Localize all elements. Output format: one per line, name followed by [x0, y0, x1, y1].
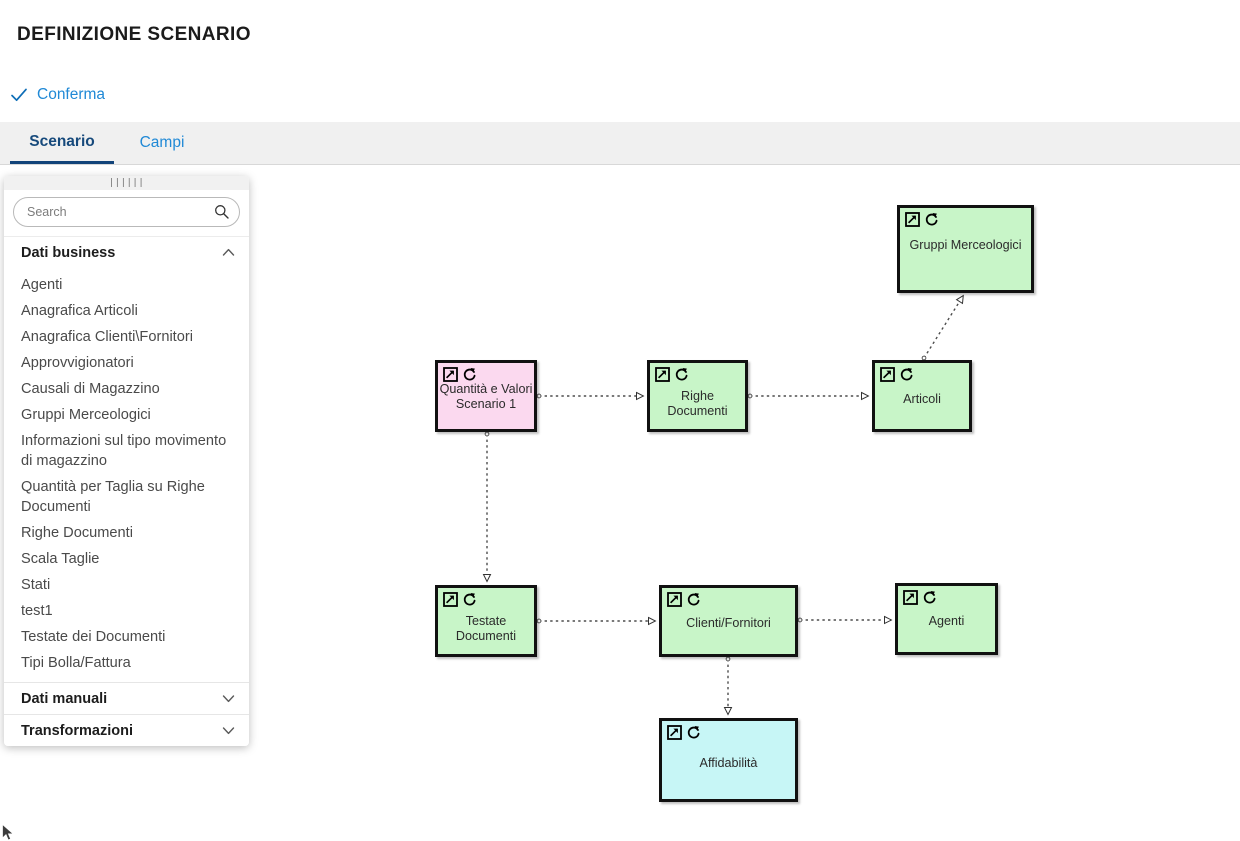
- chevron-up-icon: [222, 246, 235, 259]
- node-label: Gruppi Merceologici: [909, 238, 1022, 252]
- mouse-cursor-icon: [2, 824, 14, 841]
- group-header-dati-manuali[interactable]: Dati manuali: [4, 682, 249, 714]
- refresh-icon[interactable]: [674, 367, 689, 387]
- page-title: DEFINIZIONE SCENARIO: [17, 24, 251, 45]
- list-item[interactable]: Testate dei Documenti: [21, 629, 166, 645]
- node-label: Testate Documenti: [455, 614, 517, 643]
- node-icon-group: [905, 212, 939, 232]
- confirm-button[interactable]: Conferma: [10, 86, 105, 104]
- node-icon-group: [443, 367, 477, 387]
- node-icon-group: [655, 367, 689, 387]
- panel-drag-handle[interactable]: ||||||: [4, 176, 249, 190]
- list-item[interactable]: Gruppi Merceologici: [21, 407, 151, 423]
- group-title: Dati business: [21, 244, 116, 261]
- list-item[interactable]: Scala Taglie: [21, 551, 100, 567]
- list-item[interactable]: Agenti: [21, 277, 63, 293]
- search-container: [4, 190, 249, 236]
- drag-handle-icon: ||||||: [108, 177, 145, 188]
- diagram-node-testate-documenti[interactable]: Testate Documenti: [435, 585, 537, 657]
- open-in-window-icon[interactable]: [880, 367, 895, 387]
- open-in-window-icon[interactable]: [667, 592, 682, 612]
- open-in-window-icon[interactable]: [905, 212, 920, 232]
- diagram-node-articoli[interactable]: Articoli: [872, 360, 972, 432]
- list-item[interactable]: Anagrafica Articoli: [21, 303, 138, 319]
- list-item[interactable]: Righe Documenti: [21, 525, 133, 541]
- node-label: Articoli: [903, 392, 941, 406]
- confirm-label: Conferma: [37, 86, 106, 103]
- node-label: Clienti/Fornitori: [686, 616, 771, 630]
- search-box[interactable]: [13, 197, 240, 227]
- tab-bar: Scenario Campi: [0, 122, 1240, 165]
- group-title: Transformazioni: [21, 722, 133, 739]
- list-item[interactable]: Tipi Bolla/Fattura: [21, 655, 131, 671]
- node-label: Affidabilità: [699, 756, 758, 770]
- open-in-window-icon[interactable]: [667, 725, 682, 745]
- check-icon: [10, 86, 28, 104]
- refresh-icon[interactable]: [922, 590, 937, 610]
- list-item[interactable]: Stati: [21, 577, 51, 593]
- node-icon-group: [667, 592, 701, 612]
- node-icon-group: [667, 725, 701, 745]
- node-icon-group: [443, 592, 477, 612]
- diagram-node-affidabilita[interactable]: Affidabilità: [659, 718, 798, 802]
- list-item[interactable]: test1: [21, 603, 53, 619]
- diagram-edges: [249, 165, 1240, 841]
- chevron-down-icon: [222, 724, 235, 737]
- refresh-icon[interactable]: [686, 725, 701, 745]
- node-icon-group: [880, 367, 914, 387]
- group-title: Dati manuali: [21, 690, 108, 707]
- group-header-dati-business[interactable]: Dati business: [4, 236, 249, 268]
- chevron-down-icon: [222, 692, 235, 705]
- diagram-node-righe-documenti[interactable]: Righe Documenti: [647, 360, 748, 432]
- refresh-icon[interactable]: [686, 592, 701, 612]
- node-label: Agenti: [928, 614, 965, 628]
- tab-scenario[interactable]: Scenario: [10, 122, 114, 164]
- diagram-node-agenti[interactable]: Agenti: [895, 583, 998, 655]
- refresh-icon[interactable]: [899, 367, 914, 387]
- list-item[interactable]: Causali di Magazzino: [21, 381, 160, 397]
- node-label: Righe Documenti: [667, 389, 728, 418]
- tab-campi[interactable]: Campi: [139, 134, 185, 151]
- group-header-transformazioni[interactable]: Transformazioni: [4, 714, 249, 746]
- open-in-window-icon[interactable]: [655, 367, 670, 387]
- open-in-window-icon[interactable]: [903, 590, 918, 610]
- open-in-window-icon[interactable]: [443, 367, 458, 387]
- diagram-node-gruppi-merceologici[interactable]: Gruppi Merceologici: [897, 205, 1034, 293]
- refresh-icon[interactable]: [462, 367, 477, 387]
- list-item[interactable]: Informazioni sul tipo movimento di magaz…: [21, 433, 227, 469]
- refresh-icon[interactable]: [924, 212, 939, 232]
- diagram-node-quantita-valori-scenario-1[interactable]: Quantità e Valori Scenario 1: [435, 360, 537, 432]
- diagram-node-clienti-fornitori[interactable]: Clienti/Fornitori: [659, 585, 798, 657]
- search-input[interactable]: [14, 198, 239, 226]
- node-icon-group: [903, 590, 937, 610]
- refresh-icon[interactable]: [462, 592, 477, 612]
- open-in-window-icon[interactable]: [443, 592, 458, 612]
- list-item[interactable]: Anagrafica Clienti\Fornitori: [21, 329, 193, 345]
- list-item[interactable]: Approvvigionatori: [21, 355, 134, 371]
- list-item[interactable]: Quantità per Taglia su Righe Documenti: [21, 479, 205, 515]
- search-icon[interactable]: [214, 204, 229, 219]
